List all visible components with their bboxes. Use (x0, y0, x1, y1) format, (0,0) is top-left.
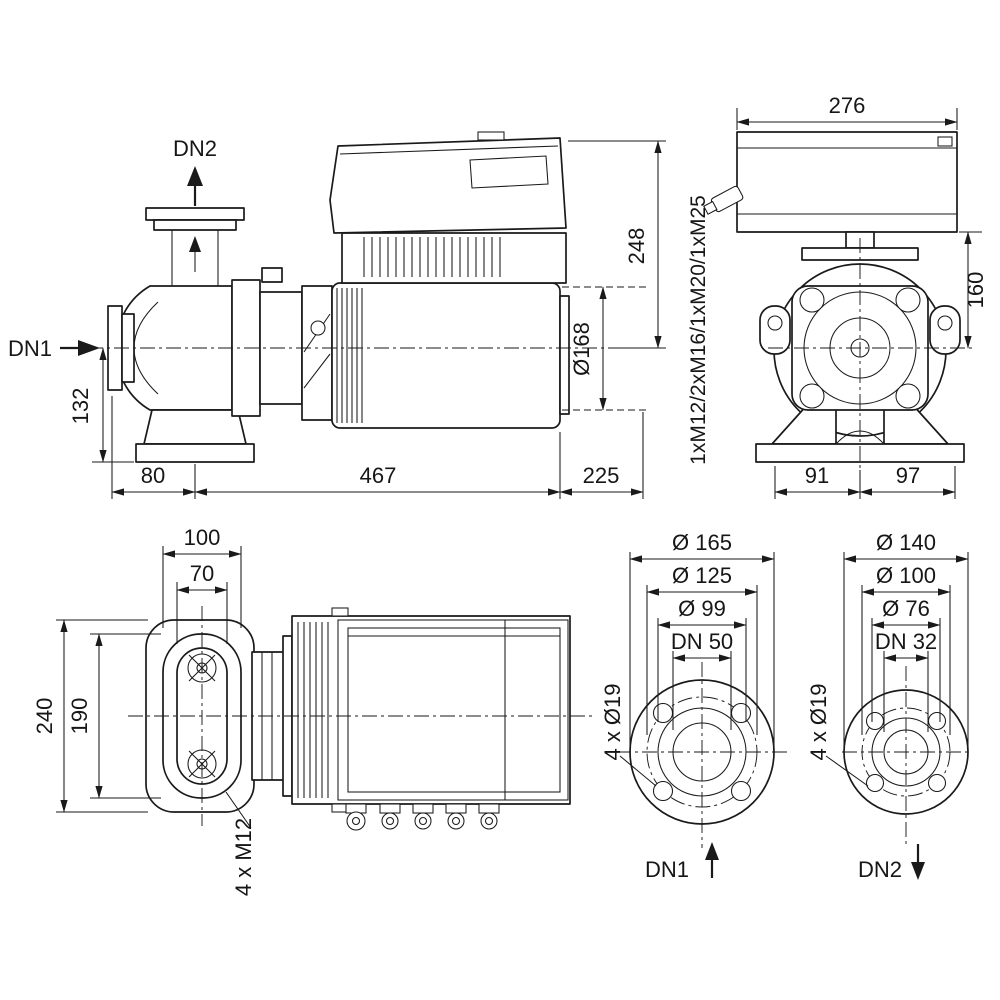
dn1-flow-arrow (78, 340, 100, 356)
dn2-label: DN2 (173, 136, 217, 161)
dim-132-label: 132 (68, 388, 93, 425)
module-tab (477, 131, 505, 141)
dn2-flow-arrow (187, 166, 203, 186)
lantern (301, 285, 333, 421)
dim-248-label: 248 (624, 228, 649, 265)
display-window (469, 155, 549, 189)
dn2-raised-face-label: Ø 76 (882, 596, 930, 621)
heat-sink-base (341, 232, 567, 284)
dn2-bolt-hole (865, 773, 885, 793)
dim-100-label: 100 (184, 525, 221, 550)
dn1-centerlines (616, 662, 788, 848)
discharge-flange (145, 207, 245, 221)
dn2-flow-arrow-down (911, 862, 925, 880)
side-view: DN2 DN1 132 80 467 225 248 Ø168 (8, 131, 666, 499)
motor-body (331, 282, 561, 429)
motor-ribs-top (297, 622, 329, 798)
dn1-bolt-circle-label: Ø 125 (672, 563, 732, 588)
dim-97-label: 97 (896, 463, 920, 488)
dn2-holes-label: 4 x Ø19 (806, 683, 831, 760)
bolts-m12-label: 4 x M12 (231, 818, 256, 896)
electronics-cover-top (337, 619, 569, 801)
dn2-bolt-hole (927, 711, 947, 731)
pump-foot (143, 409, 247, 445)
dn1-bolt-hole (652, 702, 674, 724)
dn1-port-label: DN1 (645, 857, 689, 882)
discharge-pipe (171, 230, 219, 286)
motor-ribs (336, 288, 363, 423)
dn1-raised-face-label: Ø 99 (678, 596, 726, 621)
discharge-flange-neck (153, 219, 237, 231)
dn2-bolt-hole (865, 711, 885, 731)
dim-motor-diameter-label: Ø168 (569, 322, 594, 376)
flange-bolt-hole (799, 287, 825, 313)
top-view: 100 70 240 190 4 x M12 (32, 525, 592, 896)
dn1-label: DN1 (8, 336, 52, 361)
pump-base (135, 443, 255, 463)
front-view: 276 160 91 97 1xM12/2xM16/1xM20/1xM25 (687, 93, 988, 499)
cable-glands-label: 1xM12/2xM16/1xM20/1xM25 (687, 195, 710, 465)
electronics-module (329, 137, 567, 234)
motor-top (291, 615, 571, 805)
electronics-box-front (736, 131, 958, 233)
flange-view-dn2: Ø 140 Ø 100 Ø 76 DN 32 4 x Ø19 DN2 (806, 530, 970, 882)
heat-sink-fins (363, 237, 501, 277)
dim-80-label: 80 (141, 463, 165, 488)
cable-gland (703, 185, 744, 215)
flange-view-dn1: Ø 165 Ø 125 Ø 99 DN 50 4 x Ø19 DN1 (600, 530, 788, 882)
dim-225-label: 225 (583, 463, 620, 488)
dim-70-label: 70 (190, 561, 214, 586)
dn1-bolt-hole (730, 780, 752, 802)
dn2-centerlines (842, 666, 970, 846)
motor-end-cap (559, 295, 570, 415)
dn1-outer-dia-label: Ø 165 (672, 530, 732, 555)
dim-240-label: 240 (32, 698, 57, 735)
dim-91-label: 91 (805, 463, 829, 488)
dn2-bolt-hole (927, 773, 947, 793)
dim-467-label: 467 (360, 463, 397, 488)
front-centerlines (768, 238, 972, 478)
dn2-nominal-label: DN 32 (875, 629, 937, 654)
flange-bolt-hole (895, 287, 921, 313)
dim-160-label: 160 (963, 272, 988, 309)
flange-bolt-hole (799, 383, 825, 409)
dn2-outer-dia-label: Ø 140 (876, 530, 936, 555)
dn1-bolt-hole (730, 702, 752, 724)
flange-bolt-hole (895, 383, 921, 409)
dn1-bolt-hole (652, 780, 674, 802)
dn2-bolt-circle-label: Ø 100 (876, 563, 936, 588)
dn2-port-label: DN2 (858, 857, 902, 882)
dim-190-label: 190 (67, 698, 92, 735)
top-centerlines (128, 606, 592, 826)
dim-276-label: 276 (829, 93, 866, 118)
dn1-flow-arrow-up (705, 842, 719, 860)
cable-glands-row (345, 803, 500, 831)
dn1-holes-label: 4 x Ø19 (600, 683, 625, 760)
dn1-nominal-label: DN 50 (671, 629, 733, 654)
